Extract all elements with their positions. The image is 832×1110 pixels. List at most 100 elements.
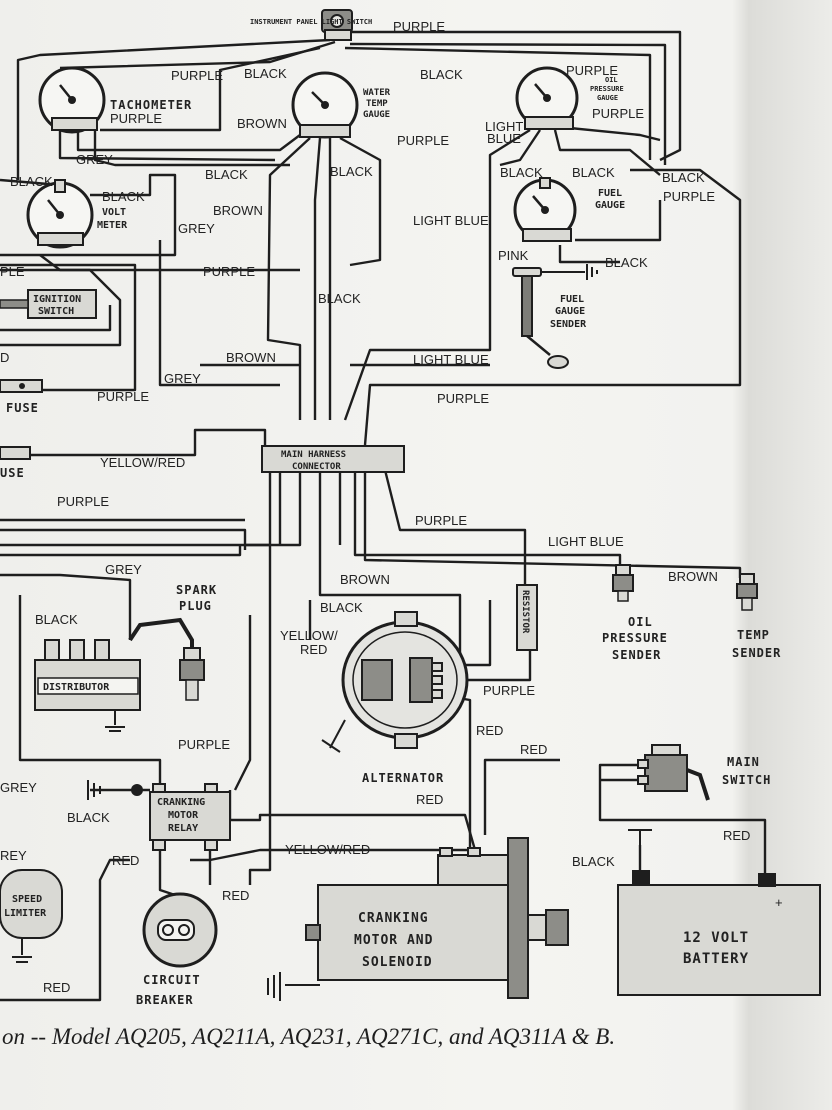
wire-label: BLACK <box>320 600 363 615</box>
wire-label: YELLOW/RED <box>100 455 185 470</box>
wire-label: GREY <box>0 780 37 795</box>
wire-label: RED <box>416 792 443 807</box>
relay-label-3: RELAY <box>168 823 198 834</box>
wire-label: RED <box>222 888 249 903</box>
wire-label: BROWN <box>226 350 276 365</box>
wire-label: PLE <box>0 264 25 279</box>
relay-label-2: MOTOR <box>168 810 199 821</box>
tachometer-gauge: TACHOMETER <box>38 66 192 134</box>
battery-plus: + <box>775 895 783 910</box>
harness-label-2: CONNECTOR <box>292 462 341 472</box>
main-switch: MAIN SWITCH <box>637 744 770 801</box>
wire-label: BLACK <box>605 255 648 270</box>
spark-plug-label-2: PLUG <box>179 599 212 613</box>
spark-plug-label-1: SPARK <box>176 583 217 597</box>
cranking-motor-solenoid: CRANKING MOTOR AND SOLENOID <box>267 837 569 1001</box>
wire-label: RED <box>300 642 327 657</box>
cranking-motor-relay: CRANKING MOTOR RELAY <box>87 780 231 851</box>
wire-label: BROWN <box>237 116 287 131</box>
distributor-label: DISTRIBUTOR <box>43 682 110 693</box>
speed-limiter-label-2: LIMITER <box>4 908 47 919</box>
wire-label: PURPLE <box>178 737 230 752</box>
wire-label: BLACK <box>205 167 248 182</box>
oil-sender-label-2: PRESSURE <box>602 631 668 645</box>
wire-labels: PURPLE PURPLE BLACK BLACK PURPLE PURPLE … <box>0 19 750 995</box>
oil-gauge-label-2: PRESSURE <box>590 85 624 93</box>
fuel-sender-label-2: GAUGE <box>555 306 585 317</box>
wires <box>0 30 767 1002</box>
wire-label: PURPLE <box>663 189 715 204</box>
wire-label: PURPLE <box>566 63 618 78</box>
fuel-gauge-label-2: GAUGE <box>595 200 625 211</box>
resistor-label: RESISTOR <box>520 590 530 634</box>
oil-gauge-label-3: GAUGE <box>597 94 618 102</box>
wire-label: BLACK <box>10 174 53 189</box>
fuel-gauge-sender: FUEL GAUGE SENDER <box>512 264 598 369</box>
fuse-2: USE <box>0 446 31 480</box>
wire-label: PINK <box>498 248 529 263</box>
temp-sender: TEMP SENDER <box>732 573 780 660</box>
oil-pressure-sender: OIL PRESSURE SENDER <box>602 564 668 662</box>
wire-label: GREY <box>76 152 113 167</box>
wire-label: PURPLE <box>415 513 467 528</box>
oil-sender-label-3: SENDER <box>612 648 661 662</box>
wire-label: PURPLE <box>592 106 644 121</box>
ignition-switch: IGNITION SWITCH <box>0 289 97 319</box>
wire-label: BLACK <box>572 165 615 180</box>
panel-light-switch: INSTRUMENT PANEL LIGHT SWITCH <box>250 9 372 41</box>
circuit-breaker-label-2: BREAKER <box>136 993 194 1007</box>
wire-label: PURPLE <box>483 683 535 698</box>
wire-label: BLACK <box>330 164 373 179</box>
wire-label: LIGHT BLUE <box>413 213 489 228</box>
ignition-label-1: IGNITION <box>33 294 81 305</box>
wire-label: BLACK <box>102 189 145 204</box>
water-temp-gauge: WATER TEMP GAUGE <box>291 71 391 139</box>
speed-limiter: SPEED LIMITER <box>0 869 63 963</box>
volt-meter-label-2: METER <box>97 220 128 231</box>
figure-caption: on -- Model AQ205, AQ211A, AQ231, AQ271C… <box>2 1024 616 1049</box>
tachometer-label: TACHOMETER <box>110 98 192 112</box>
wire-label: RED <box>476 723 503 738</box>
fuel-sender-label-3: SENDER <box>550 319 587 330</box>
circuit-breaker: CIRCUIT BREAKER <box>136 892 218 1007</box>
wire-label: BLACK <box>67 810 110 825</box>
wire-label: PURPLE <box>397 133 449 148</box>
wire-label: BROWN <box>340 572 390 587</box>
water-temp-label-1: WATER <box>363 88 391 98</box>
wire-label: PURPLE <box>203 264 255 279</box>
fuse-1: FUSE <box>0 379 43 415</box>
battery: + 12 VOLT BATTERY <box>617 829 821 996</box>
relay-label-1: CRANKING <box>157 797 205 808</box>
starter-label-1: CRANKING <box>358 911 429 926</box>
wire-label: BLACK <box>662 170 705 185</box>
oil-gauge-label-1: OIL <box>605 76 618 84</box>
volt-meter-label-1: VOLT <box>102 207 126 218</box>
wire-label: LIGHT BLUE <box>413 352 489 367</box>
temp-sender-label-1: TEMP <box>737 628 770 642</box>
wire-label: PURPLE <box>97 389 149 404</box>
wire-label: GREY <box>105 562 142 577</box>
alternator: ALTERNATOR <box>321 611 469 785</box>
wire-label: YELLOW/ <box>280 628 338 643</box>
wire-label: BLACK <box>35 612 78 627</box>
water-temp-label-3: GAUGE <box>363 110 390 120</box>
wire-label: BLACK <box>572 854 615 869</box>
wire-label: REY <box>0 848 27 863</box>
wire-label: BROWN <box>668 569 718 584</box>
distributor: DISTRIBUTOR <box>34 639 141 732</box>
wire-label: BLACK <box>500 165 543 180</box>
wire-label: LIGHT BLUE <box>548 534 624 549</box>
fuel-gauge: FUEL GAUGE <box>513 177 625 242</box>
wire-label: RED <box>112 853 139 868</box>
battery-label-1: 12 VOLT <box>683 930 749 946</box>
main-harness-connector: MAIN HARNESS CONNECTOR <box>261 445 405 473</box>
water-temp-label-2: TEMP <box>366 99 388 109</box>
wire-label: PURPLE <box>393 19 445 34</box>
oil-sender-label-1: OIL <box>628 615 653 629</box>
wire-label: BLACK <box>420 67 463 82</box>
starter-label-3: SOLENOID <box>362 955 433 970</box>
wire-label: BLUE <box>487 131 521 146</box>
fuse-2-label: USE <box>0 466 25 480</box>
